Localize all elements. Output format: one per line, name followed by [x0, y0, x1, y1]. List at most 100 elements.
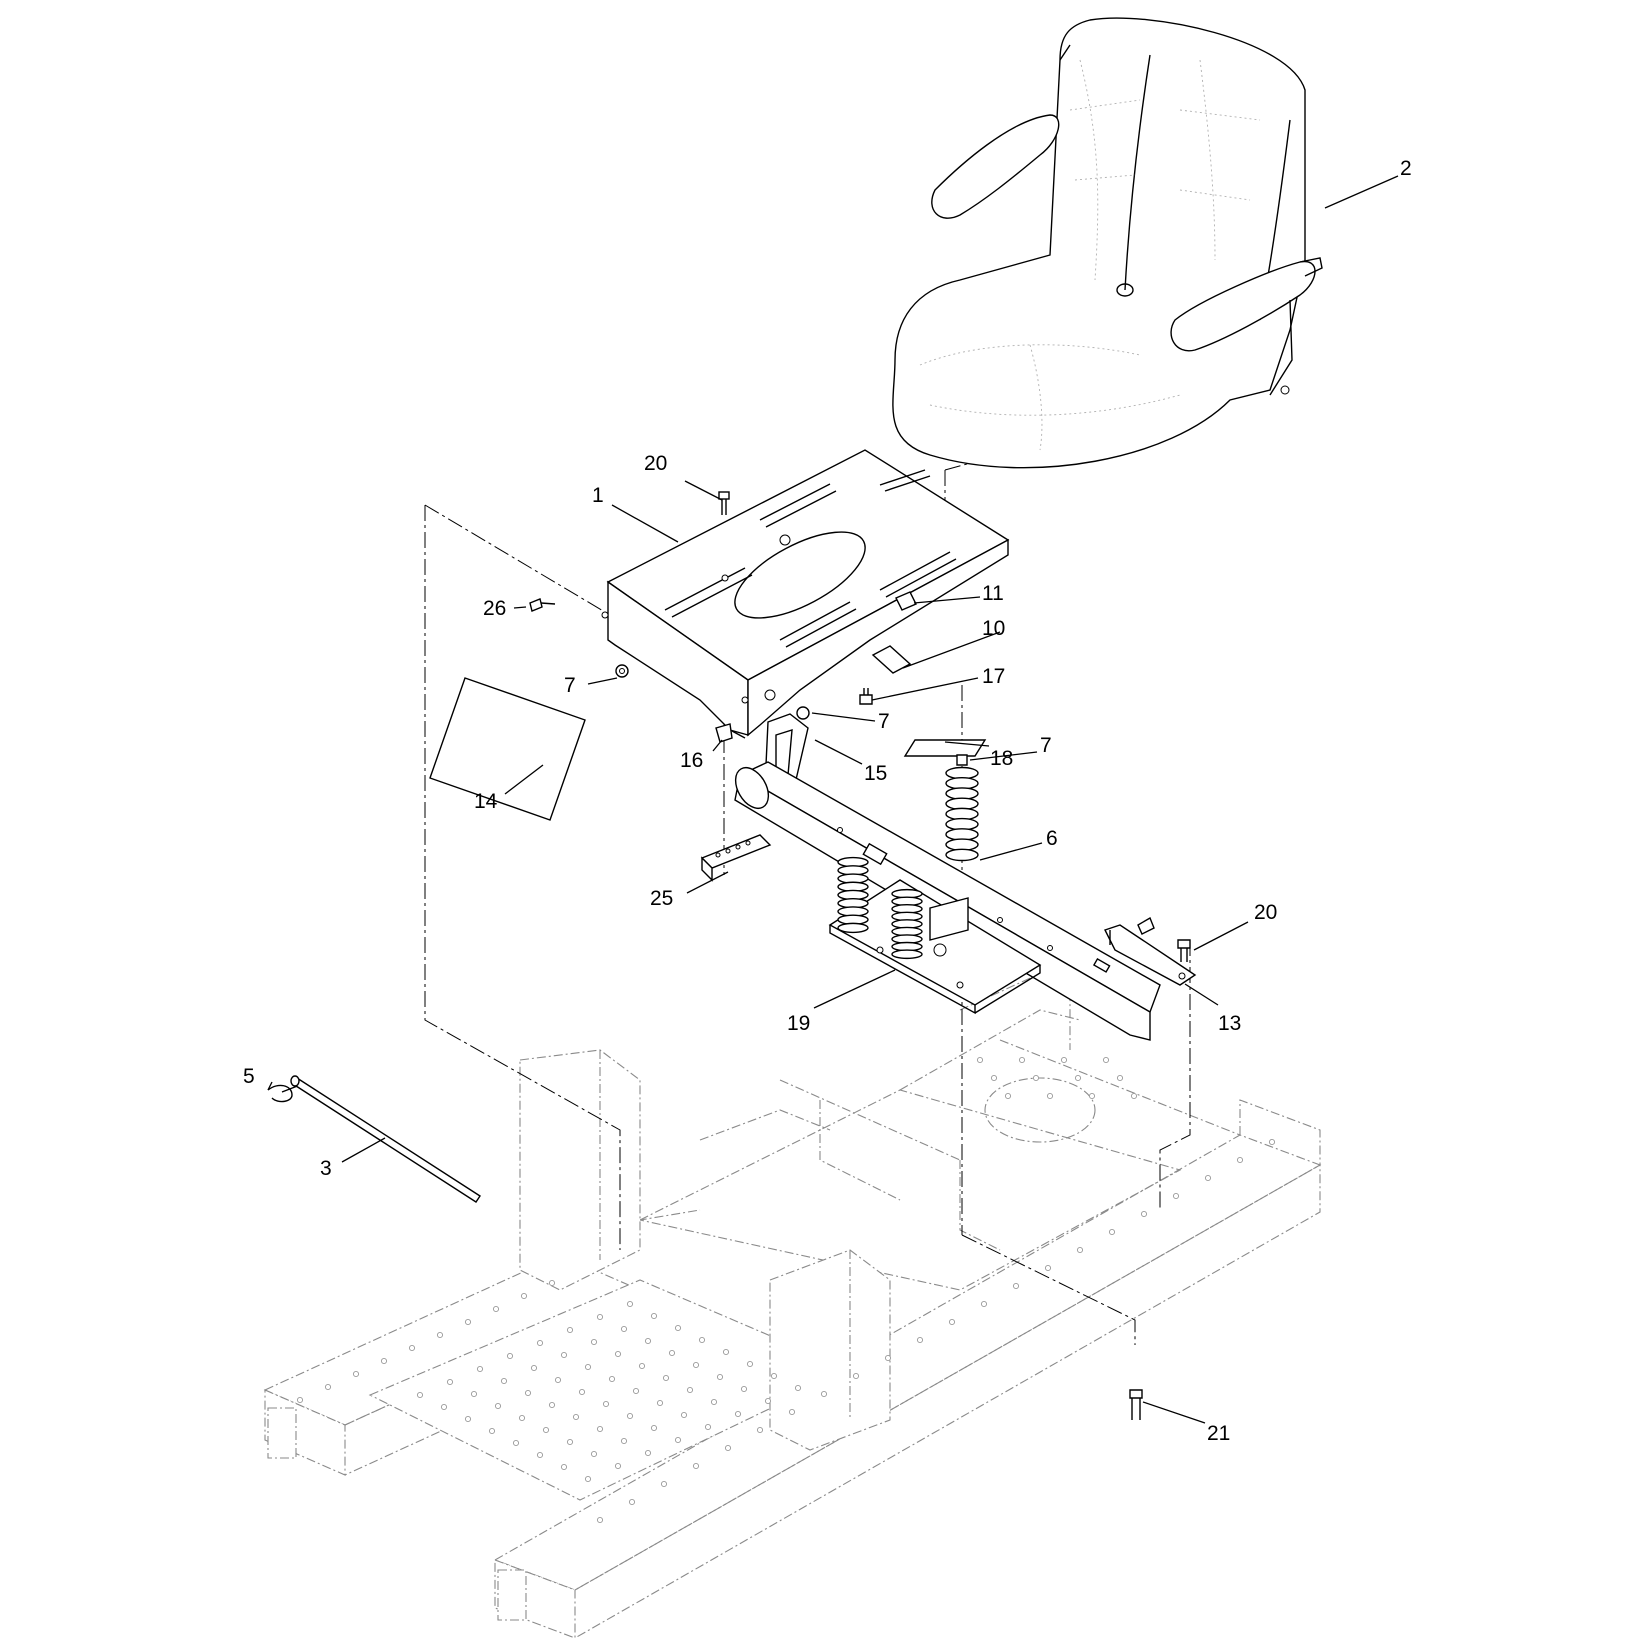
leader-lines [267, 175, 1399, 1424]
frame-hole [500, 1377, 508, 1385]
frame-hole [476, 1365, 484, 1373]
frame-hole [1012, 1282, 1020, 1290]
callout-5: 5 [243, 1065, 255, 1088]
frame-hole [512, 1439, 520, 1447]
callout-15: 15 [864, 762, 887, 785]
frame-hole [1236, 1156, 1244, 1164]
callout-20-top: 20 [644, 452, 667, 475]
frame-hole [464, 1415, 472, 1423]
frame-hole [620, 1437, 628, 1445]
callout-7-right: 7 [1040, 734, 1052, 757]
frame-hole [416, 1391, 424, 1399]
frame-hole [1074, 1074, 1082, 1082]
frame-hole [644, 1449, 652, 1457]
frame-hole [1018, 1056, 1026, 1064]
callout-19: 19 [787, 1012, 810, 1035]
callout-7-left: 7 [564, 674, 576, 697]
frame-hole [324, 1383, 332, 1391]
frame-hole [380, 1357, 388, 1365]
frame-hole [542, 1426, 550, 1434]
frame-hole [1044, 1264, 1052, 1272]
frame-hole [662, 1374, 670, 1382]
frame-hole [820, 1390, 828, 1398]
callout-3: 3 [320, 1157, 332, 1180]
frame-hole [916, 1336, 924, 1344]
frame-hole [554, 1376, 562, 1384]
mower-frame [263, 959, 1322, 1639]
frame-hole [296, 1396, 304, 1404]
callout-10: 10 [982, 617, 1005, 640]
frame-hole [770, 1372, 778, 1380]
frame-hole [650, 1312, 658, 1320]
frame-hole [722, 1348, 730, 1356]
callout-labels: 1 2 3 5 6 7 7 7 10 11 13 14 15 16 17 18 … [243, 157, 1412, 1445]
seat-assembly [892, 17, 1323, 469]
frame-hole [596, 1425, 604, 1433]
frame-hole [980, 1300, 988, 1308]
frame-hole [492, 1305, 500, 1313]
frame-hole [572, 1413, 580, 1421]
frame-hole [590, 1450, 598, 1458]
callout-26: 26 [483, 597, 506, 620]
frame-hole [756, 1426, 764, 1434]
frame-hole [638, 1362, 646, 1370]
callout-11: 11 [982, 582, 1004, 605]
frame-hole [518, 1414, 526, 1422]
frame-hole [716, 1373, 724, 1381]
frame-hole [692, 1462, 700, 1470]
callout-7-mid: 7 [878, 710, 890, 733]
callout-16: 16 [680, 749, 703, 772]
callout-25: 25 [650, 887, 673, 910]
frame-hole [644, 1337, 652, 1345]
frame-hole [614, 1350, 622, 1358]
frame-hole [506, 1352, 514, 1360]
frame-hole [660, 1480, 668, 1488]
frame-hole [596, 1313, 604, 1321]
frame-hole [352, 1370, 360, 1378]
frame-hole [1116, 1074, 1124, 1082]
frame-hole [548, 1279, 556, 1287]
frame-hole [536, 1339, 544, 1347]
frame-hole [1102, 1056, 1110, 1064]
callout-17: 17 [982, 665, 1005, 688]
frame-hole [524, 1389, 532, 1397]
frame-hole [976, 1056, 984, 1064]
callout-1: 1 [592, 484, 604, 507]
frame-hole [614, 1462, 622, 1470]
frame-hole [764, 1397, 772, 1405]
frame-hole [740, 1385, 748, 1393]
frame-hole [584, 1475, 592, 1483]
frame-hole [628, 1498, 636, 1506]
frame-hole [440, 1403, 448, 1411]
callout-2: 2 [1400, 157, 1412, 180]
frame-hole [632, 1387, 640, 1395]
frame-hole [674, 1324, 682, 1332]
frame-hole [1076, 1246, 1084, 1254]
frame-hole [1004, 1092, 1012, 1100]
frame-hole [794, 1384, 802, 1392]
frame-hole [530, 1364, 538, 1372]
seat-pan [601, 449, 1010, 737]
frame-hole [1088, 1092, 1096, 1100]
frame-hole [990, 1074, 998, 1082]
frame-hole [464, 1318, 472, 1326]
frame-hole [884, 1354, 892, 1362]
frame-hole [520, 1292, 528, 1300]
frame-hole [710, 1398, 718, 1406]
callout-14: 14 [474, 790, 498, 813]
frame-hole [1204, 1174, 1212, 1182]
frame-hole [746, 1360, 754, 1368]
frame-hole [1032, 1074, 1040, 1082]
frame-hole [584, 1363, 592, 1371]
frame-hole [674, 1436, 682, 1444]
frame-hole [1046, 1092, 1054, 1100]
frame-hole [446, 1378, 454, 1386]
spring-coil [945, 848, 979, 862]
callout-20-right: 20 [1254, 901, 1277, 924]
frame-hole [548, 1401, 556, 1409]
callout-21: 21 [1207, 1422, 1230, 1445]
frame-hole [656, 1399, 664, 1407]
frame-hole [470, 1390, 478, 1398]
frame-hole [852, 1372, 860, 1380]
